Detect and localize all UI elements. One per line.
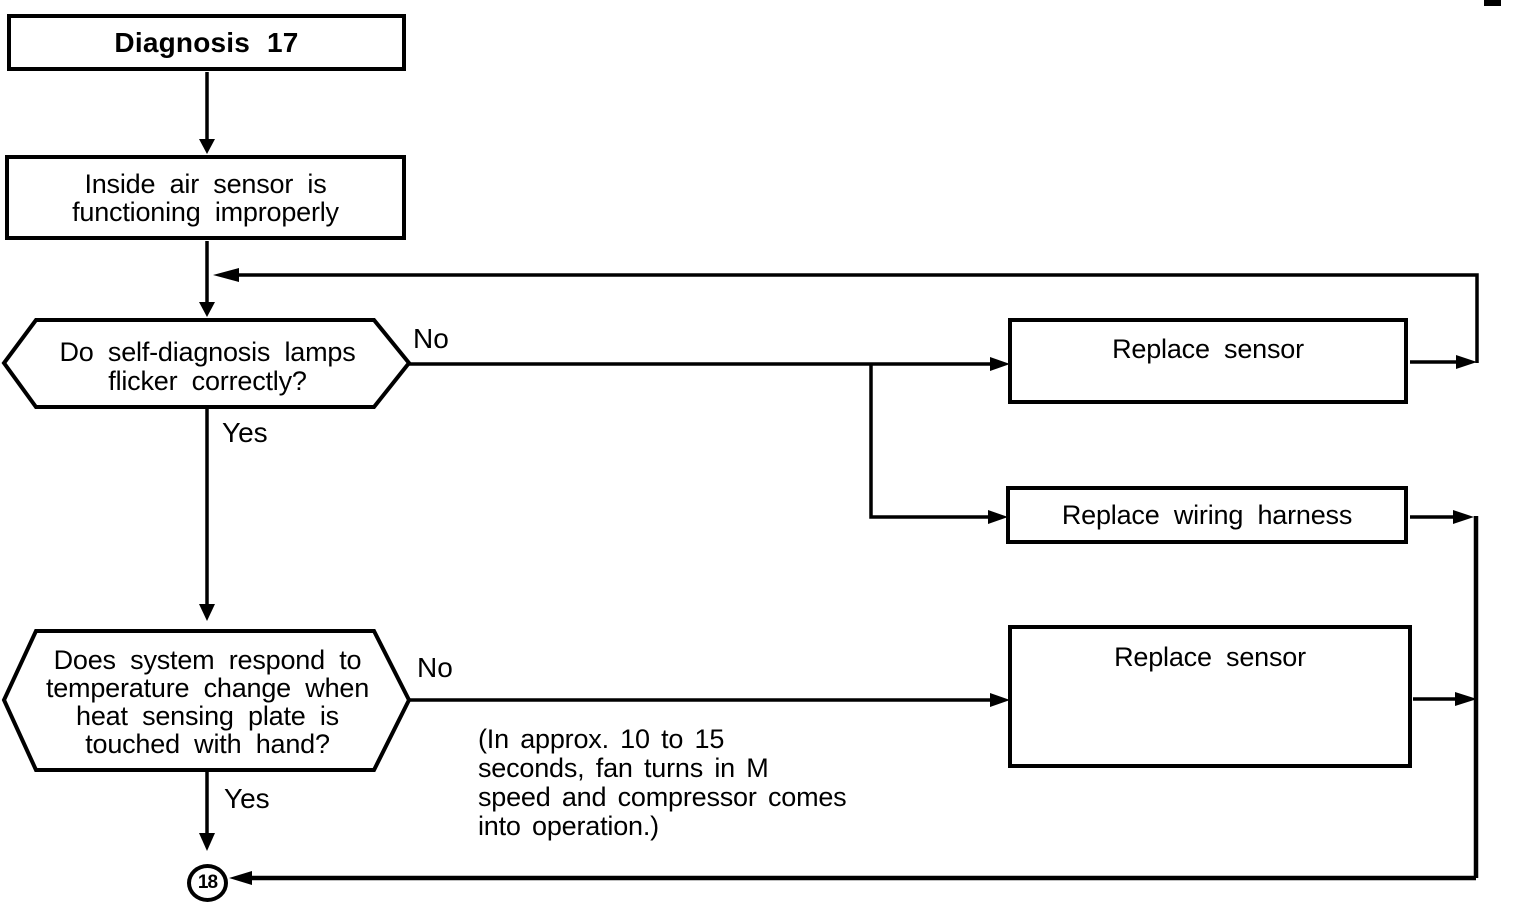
note-line: into operation.) (478, 811, 659, 841)
decision1-text: Do self-diagnosis lamps flicker correctl… (25, 338, 390, 396)
decision2-line: heat sensing plate is (76, 701, 339, 731)
note-line: (In approx. 10 to 15 (478, 724, 725, 754)
action-replace-sensor-2: Replace sensor (1008, 625, 1412, 768)
line-feedback-top (228, 273, 1479, 363)
decision2-text: Does system respond to temperature chang… (15, 646, 400, 758)
decision2-line: Does system respond to (53, 645, 362, 675)
arrow-right-icon (1455, 692, 1477, 706)
start-box-line: Inside air sensor is (84, 169, 327, 199)
connector-18-label: 18 (197, 872, 218, 893)
note-line: speed and compressor comes (478, 782, 847, 812)
arrow-down-icon (199, 833, 215, 851)
title-box: Diagnosis 17 (7, 14, 406, 71)
arrow-left-icon (229, 871, 252, 885)
note-text: (In approx. 10 to 15 seconds, fan turns … (478, 724, 847, 841)
page-title: Diagnosis 17 (114, 26, 299, 58)
action-replace-wiring-harness: Replace wiring harness (1006, 486, 1408, 544)
decision1-hexagon (1, 318, 412, 409)
decision1-no-label: No (413, 323, 449, 354)
start-box: Inside air sensor is functioning imprope… (5, 155, 406, 240)
action-replace-sensor-1: Replace sensor (1008, 318, 1408, 404)
line-branch-to-wiring (869, 364, 990, 519)
arrow-down-icon (199, 302, 215, 317)
arrow-right-icon (1453, 510, 1474, 524)
arrow-right-icon (990, 693, 1010, 707)
action-label: Replace sensor (1112, 334, 1304, 364)
arrow-right-icon (988, 510, 1008, 524)
decision2-line: temperature change when (45, 673, 370, 703)
start-box-line: functioning improperly (72, 197, 339, 227)
decision2-line: touched with hand? (85, 729, 330, 759)
decision2-no-label: No (417, 652, 453, 683)
decision1-line: flicker correctly? (108, 366, 307, 396)
arrow-right-icon (990, 357, 1010, 371)
decision2-hexagon (1, 629, 412, 772)
action-label: Replace wiring harness (1061, 500, 1353, 530)
arrow-left-icon (213, 268, 239, 282)
arrow-down-icon (199, 139, 215, 154)
decision1-yes-label: Yes (222, 417, 268, 448)
note-line: seconds, fan turns in M (478, 753, 769, 783)
decision1-line: Do self-diagnosis lamps (59, 337, 356, 367)
action-label: Replace sensor (1114, 642, 1306, 672)
decision2-yes-label: Yes (224, 783, 270, 814)
connector-18: 18 (187, 864, 228, 902)
arrow-down-icon (199, 604, 215, 621)
page-corner-mark (1484, 0, 1501, 6)
arrow-right-icon (1456, 355, 1477, 369)
